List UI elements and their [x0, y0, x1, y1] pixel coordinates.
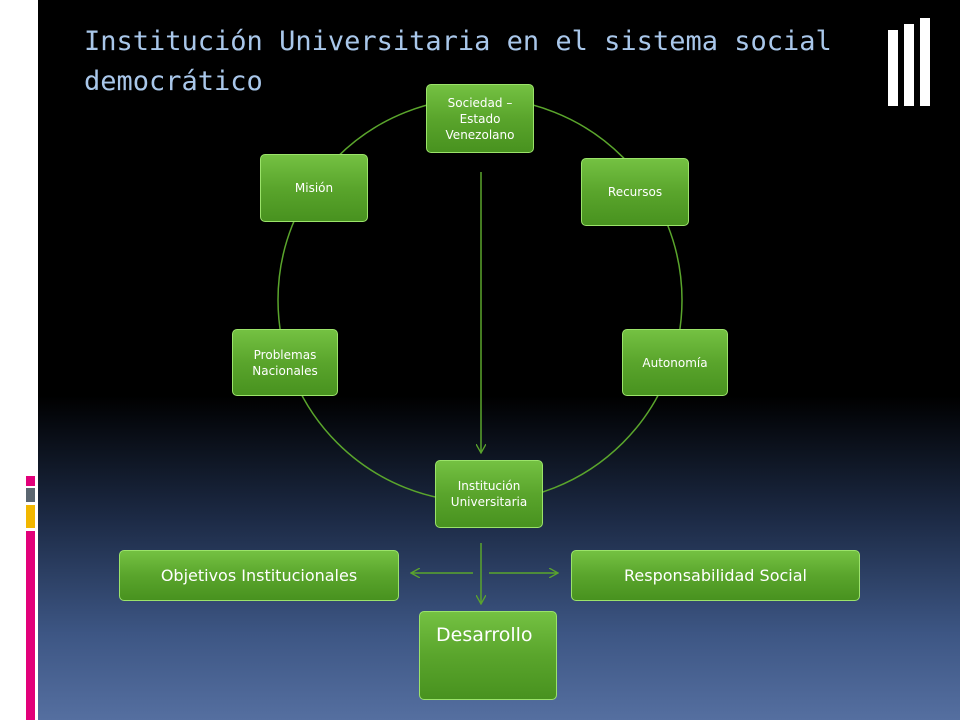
accent-bar-magenta-2: [26, 531, 35, 720]
slide-icon: [888, 18, 930, 106]
accent-bar-gray: [26, 488, 35, 502]
node-sociedad-estado: Sociedad – Estado Venezolano: [426, 84, 534, 153]
node-institucion-universitaria: Institución Universitaria: [435, 460, 543, 528]
node-autonomia: Autonomía: [622, 329, 728, 396]
node-problemas-nacionales: Problemas Nacionales: [232, 329, 338, 396]
accent-bar-gold: [26, 505, 35, 528]
node-objetivos-institucionales: Objetivos Institucionales: [119, 550, 399, 601]
node-mision: Misión: [260, 154, 368, 222]
node-responsabilidad-social: Responsabilidad Social: [571, 550, 860, 601]
node-recursos: Recursos: [581, 158, 689, 226]
slide-title: Institución Universitaria en el sistema …: [84, 26, 832, 97]
node-desarrollo: Desarrollo: [419, 611, 557, 700]
accent-bar-magenta-1: [26, 476, 35, 486]
